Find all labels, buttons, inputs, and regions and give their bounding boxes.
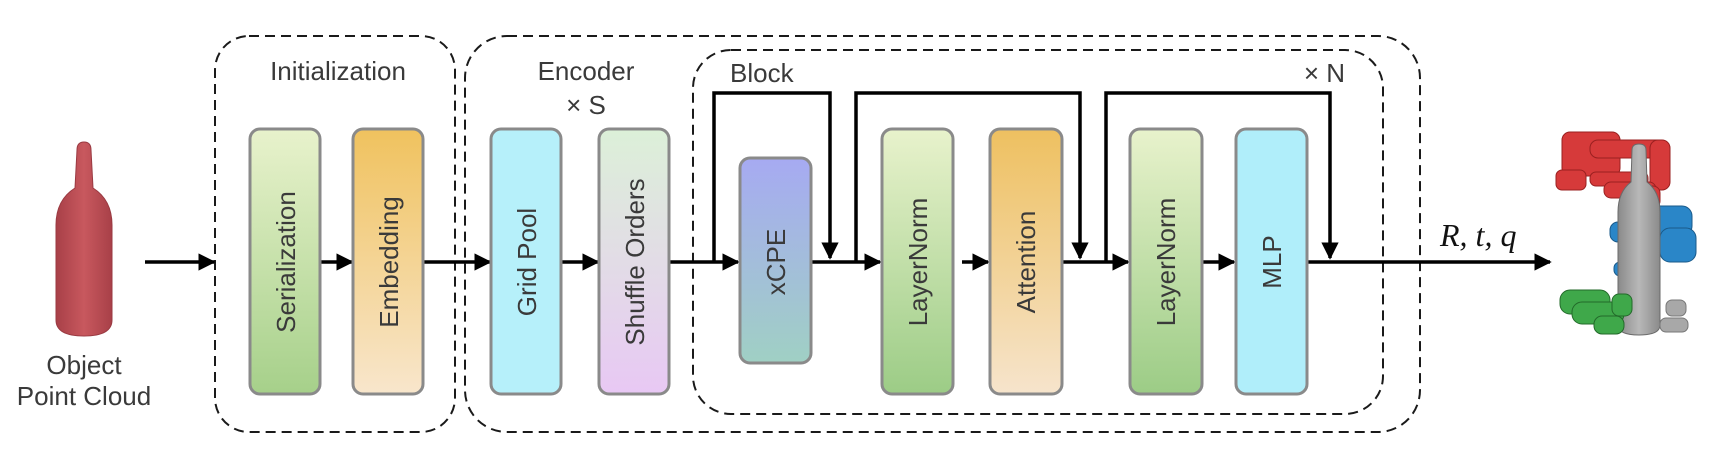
grid-pool-label: Grid Pool bbox=[512, 208, 542, 316]
grid-pool-module: Grid Pool bbox=[489, 127, 563, 396]
robot-hand-grasp-icon bbox=[1555, 131, 1697, 336]
residual-arrow-2 bbox=[854, 91, 1089, 262]
layernorm-2-module: LayerNorm bbox=[1128, 127, 1204, 396]
serialization-label: Serialization bbox=[271, 191, 301, 333]
encoder-repeat: × S bbox=[566, 90, 606, 120]
attention-module: Attention bbox=[988, 127, 1064, 396]
block-title: Block bbox=[730, 58, 795, 88]
serialization-module: Serialization bbox=[248, 127, 322, 396]
xcpe-module: xCPE bbox=[738, 156, 813, 365]
layernorm-1-module: LayerNorm bbox=[880, 127, 955, 396]
residual-arrow-3 bbox=[1104, 91, 1339, 262]
encoder-title: Encoder bbox=[538, 56, 635, 86]
input-label-line1: Object bbox=[46, 350, 122, 380]
encoder-group bbox=[464, 35, 1421, 433]
mlp-label: MLP bbox=[1257, 235, 1287, 288]
shuffle-orders-label: Shuffle Orders bbox=[620, 178, 650, 345]
flow-arrows bbox=[145, 91, 1552, 271]
block-repeat: × N bbox=[1304, 58, 1345, 88]
initialization-group bbox=[214, 35, 456, 433]
input-bottle-icon bbox=[55, 141, 113, 337]
output-label: R, t, q bbox=[1439, 217, 1516, 253]
embedding-label: Embedding bbox=[374, 196, 404, 328]
mlp-module: MLP bbox=[1234, 127, 1309, 396]
block-group bbox=[692, 49, 1384, 415]
layernorm-2-label: LayerNorm bbox=[1151, 198, 1181, 327]
attention-label: Attention bbox=[1011, 211, 1041, 314]
embedding-module: Embedding bbox=[351, 127, 425, 396]
shuffle-orders-module: Shuffle Orders bbox=[597, 127, 671, 396]
residual-arrow-1 bbox=[712, 91, 839, 262]
layernorm-1-label: LayerNorm bbox=[903, 198, 933, 327]
initialization-title: Initialization bbox=[270, 56, 406, 86]
input-label-line2: Point Cloud bbox=[17, 381, 151, 411]
xcpe-label: xCPE bbox=[761, 229, 791, 295]
